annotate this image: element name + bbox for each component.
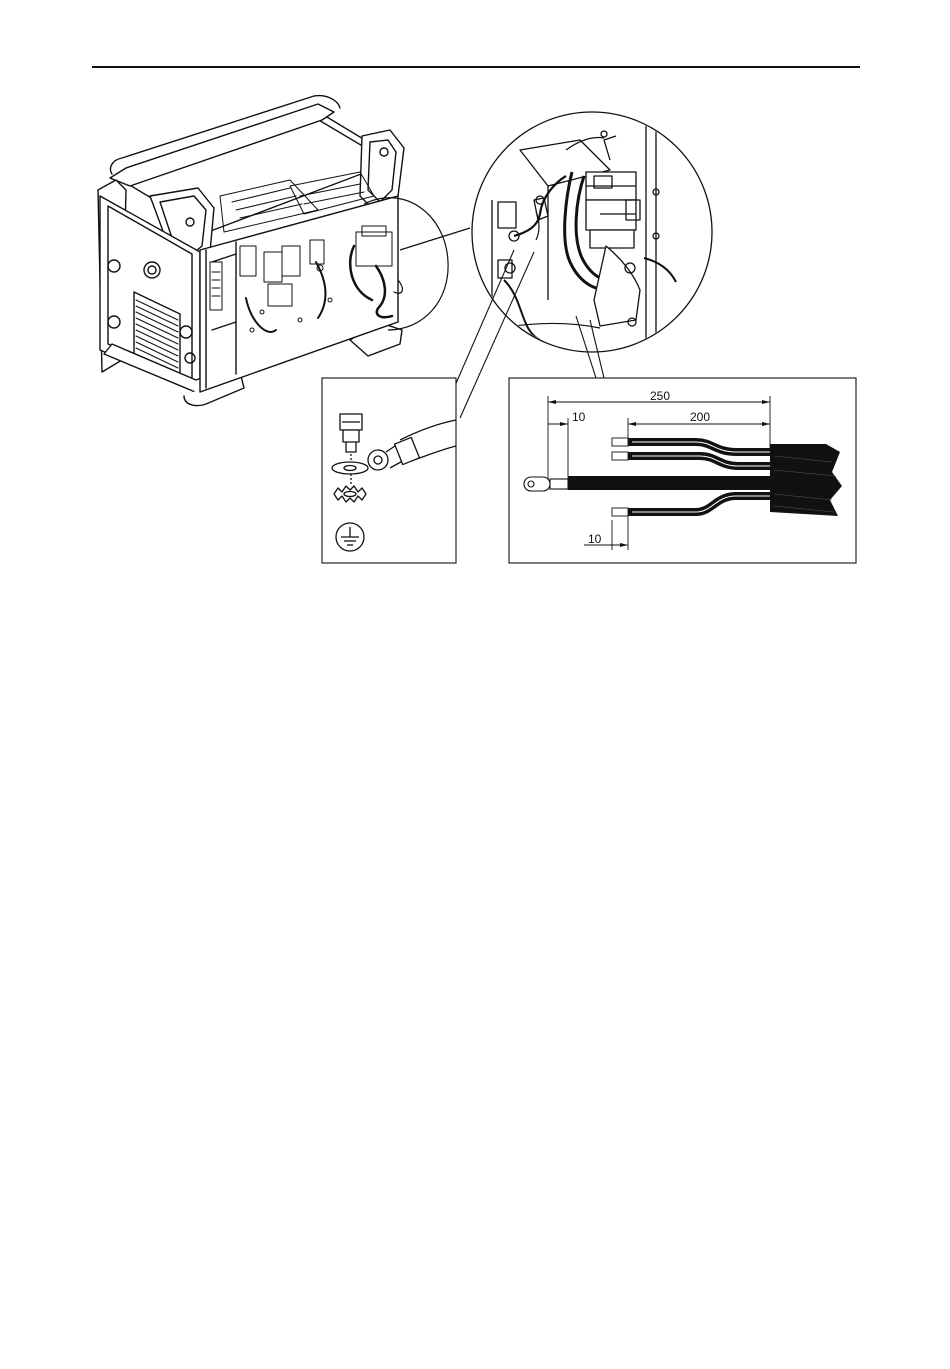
cable-dimension-box: 250 200 10 10 — [509, 378, 856, 563]
ground-detail-box — [322, 378, 456, 563]
welding-machine-drawing — [98, 96, 404, 406]
dimension-overall: 250 — [650, 389, 670, 403]
cable-bundle — [770, 444, 842, 516]
assembly-figure: 250 200 10 10 — [0, 0, 950, 600]
dimension-stagger: 10 — [588, 532, 602, 546]
dimension-tail: 200 — [690, 410, 710, 424]
zoom-detail-circle — [472, 110, 712, 360]
dimension-lug: 10 — [572, 410, 586, 424]
